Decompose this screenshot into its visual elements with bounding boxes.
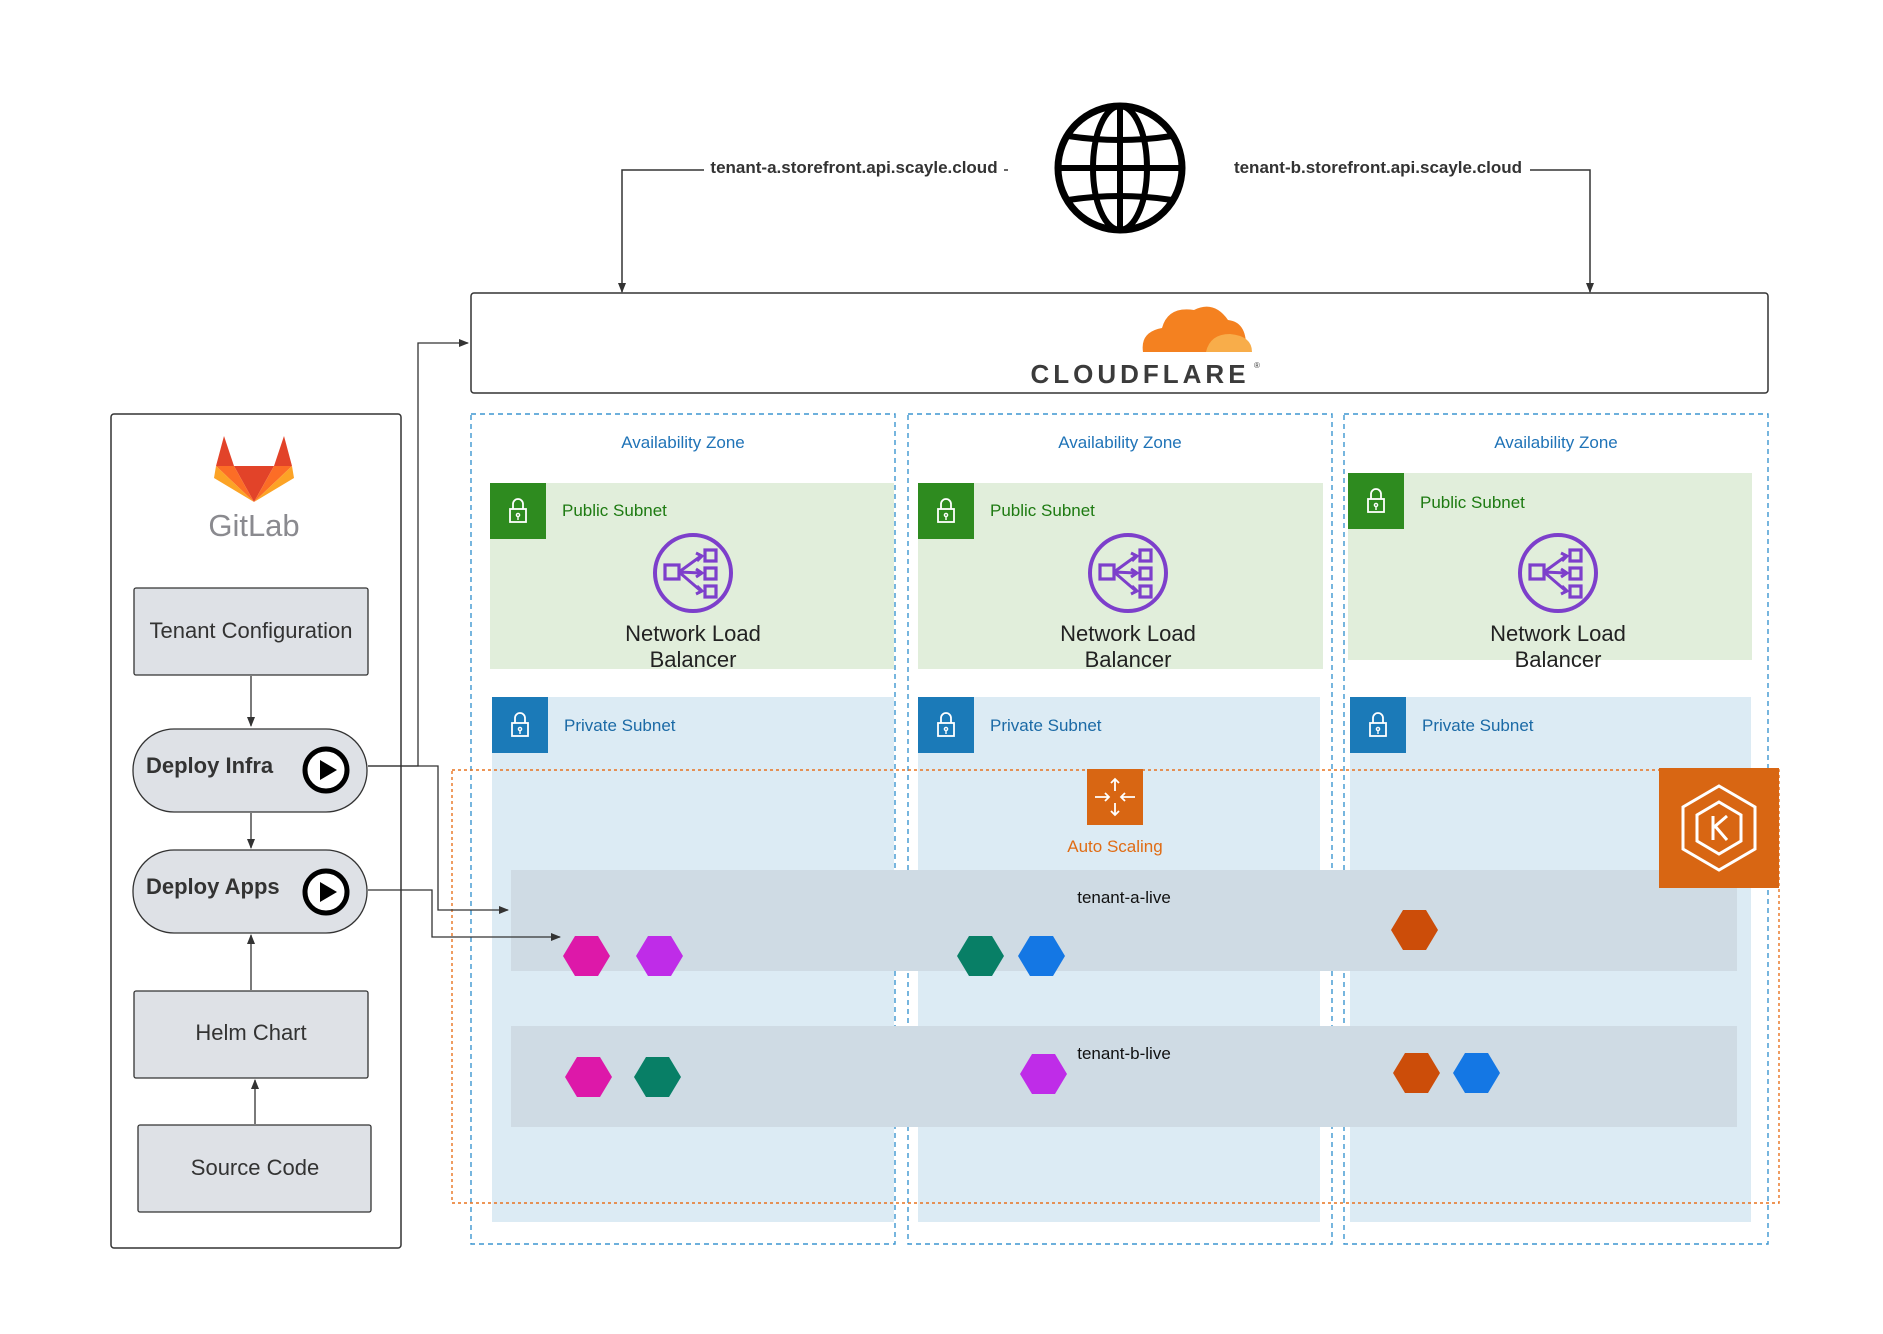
source-code-box[interactable] (137, 1124, 372, 1213)
nlb-label-line2: Balancer (1515, 647, 1602, 672)
namespace-tenant-b-label: tenant-b-live (1077, 1044, 1171, 1063)
pod-icon (563, 936, 610, 976)
nlb-label-line1: Network Load (1060, 621, 1196, 646)
gitlab-wordmark: GitLab (208, 508, 299, 543)
gitlab-logo-icon (214, 436, 294, 502)
play-icon[interactable] (302, 868, 350, 916)
deploy-apps-label: Deploy Apps (146, 874, 280, 899)
tenant-configuration-box[interactable] (133, 587, 369, 676)
route-b-connector (1232, 169, 1594, 293)
nlb-label-line1: Network Load (625, 621, 761, 646)
lock-icon (1350, 697, 1406, 753)
nlb-label-line2: Balancer (1085, 647, 1172, 672)
public-subnet-label: Public Subnet (562, 501, 667, 520)
nlb-label-line1: Network Load (1490, 621, 1626, 646)
namespace-tenant-a (511, 870, 1737, 971)
deploy-infra-label: Deploy Infra (146, 753, 274, 778)
internet-routes: tenant-a.storefront.api.scayle.cloud ten… (618, 102, 1594, 293)
cloudflare-cloud-icon (1142, 306, 1252, 352)
private-subnet-label: Private Subnet (564, 716, 676, 735)
deploy-infra-pipeline[interactable] (132, 728, 368, 813)
source-code-label: Source Code (191, 1155, 319, 1180)
pod-icon (1020, 1054, 1067, 1094)
pod-icon (565, 1057, 612, 1097)
lock-icon (918, 483, 974, 539)
public-subnet (490, 483, 894, 669)
cloudflare-trademark: ® (1254, 361, 1260, 370)
lock-icon (918, 697, 974, 753)
public-subnet-label: Public Subnet (990, 501, 1095, 520)
pod-icon (1391, 910, 1438, 950)
route-a-label: tenant-a.storefront.api.scayle.cloud (710, 158, 997, 177)
private-subnet-label: Private Subnet (990, 716, 1102, 735)
lock-icon (490, 483, 546, 539)
route-a-connector (618, 169, 1008, 293)
auto-scaling-label: Auto Scaling (1067, 837, 1162, 856)
nlb-label-line2: Balancer (650, 647, 737, 672)
tenant-configuration-label: Tenant Configuration (149, 618, 352, 643)
lock-icon (492, 697, 548, 753)
namespace-tenant-a-label: tenant-a-live (1077, 888, 1171, 907)
globe-icon (1054, 102, 1186, 234)
cloudflare-wordmark: CLOUDFLARE (1030, 359, 1249, 389)
kubernetes-cluster-boundary (451, 769, 1780, 1204)
deploy-apps-pipeline[interactable] (132, 849, 368, 934)
pod-icon (1018, 936, 1065, 976)
pod-icon (636, 936, 683, 976)
zone-title: Availability Zone (1494, 433, 1617, 452)
play-icon[interactable] (302, 746, 350, 794)
helm-chart-label: Helm Chart (195, 1020, 306, 1045)
pods (563, 910, 1500, 1097)
pod-icon (1393, 1053, 1440, 1093)
private-subnet-label: Private Subnet (1422, 716, 1534, 735)
pod-icon (634, 1057, 681, 1097)
connector-infra-to-namespace (368, 765, 509, 914)
namespace-tenant-b (511, 1026, 1737, 1127)
route-b-label: tenant-b.storefront.api.scayle.cloud (1234, 158, 1522, 177)
cloudflare-box: CLOUDFLARE ® (470, 292, 1769, 394)
gitlab-panel: GitLab Tenant Configuration Deploy Infra… (110, 413, 402, 1249)
pod-icon (957, 936, 1004, 976)
lock-icon (1348, 473, 1404, 529)
zone-title: Availability Zone (621, 433, 744, 452)
auto-scaling: Auto Scaling (1067, 769, 1163, 856)
connector-apps-to-pods (368, 889, 561, 941)
zone-title: Availability Zone (1058, 433, 1181, 452)
public-subnet-label: Public Subnet (1420, 493, 1525, 512)
kubernetes-eks-icon (1659, 768, 1779, 888)
helm-chart-box[interactable] (133, 990, 369, 1079)
pod-icon (1453, 1053, 1500, 1093)
